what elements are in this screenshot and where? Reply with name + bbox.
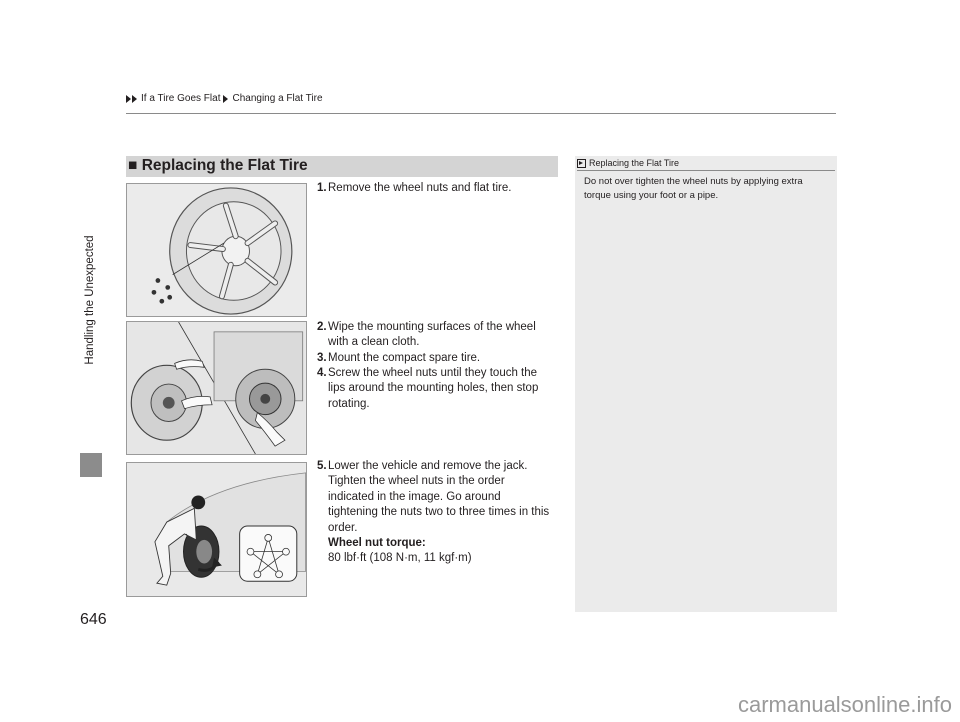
breadcrumb-item[interactable]: Changing a Flat Tire (232, 93, 323, 104)
chapter-tab-marker (80, 453, 102, 477)
breadcrumb: If a Tire Goes Flat Changing a Flat Tire (126, 93, 323, 104)
section-marker-icon: ■ (128, 157, 138, 174)
step-number: 4. (317, 367, 327, 379)
side-tab-label: Handling the Unexpected (84, 235, 96, 365)
step-text: Lower the vehicle and remove the jack. T… (328, 460, 550, 534)
torque-value: 80 lbf·ft (108 N·m, 11 kgf·m) (328, 552, 472, 565)
step-1: 1. Remove the wheel nuts and flat tire. (317, 181, 553, 196)
figure-remove-tire (126, 183, 307, 317)
torque-label: Wheel nut torque: (328, 537, 426, 550)
breadcrumb-arrow-icon (223, 94, 229, 103)
side-tab: Handling the Unexpected (79, 150, 101, 450)
step-4: 4. Screw the wheel nuts until they touch… (317, 366, 553, 412)
note-heading[interactable]: Replacing the Flat Tire (577, 158, 679, 168)
step-2: 2. Wipe the mounting surfaces of the whe… (317, 320, 553, 351)
section-title-text: Replacing the Flat Tire (141, 157, 308, 174)
header-divider (126, 113, 836, 114)
section-title: ■ Replacing the Flat Tire (128, 157, 308, 175)
step-text: Screw the wheel nuts until they touch th… (328, 367, 539, 410)
step-number: 5. (317, 460, 327, 472)
step-3: 3. Mount the compact spare tire. (317, 351, 553, 366)
watermark: carmanualsonline.info (737, 692, 952, 717)
step-text: Wipe the mounting surfaces of the wheel … (328, 321, 536, 349)
wheel-removed-illustration (151, 187, 293, 315)
breadcrumb-arrow-icon (126, 94, 131, 103)
tighten-nuts-illustration (127, 463, 306, 596)
breadcrumb-arrow-icon (132, 94, 137, 103)
step-number: 3. (317, 352, 327, 364)
page-number: 646 (80, 611, 107, 628)
note-reference-icon (577, 158, 586, 168)
note-heading-text: Replacing the Flat Tire (589, 158, 680, 168)
figure-mount-spare (126, 321, 307, 455)
note-panel (575, 156, 837, 612)
note-text: Do not over tighten the wheel nuts by ap… (584, 176, 803, 201)
section-heading-bar (126, 156, 558, 177)
step-text: Remove the wheel nuts and flat tire. (328, 182, 512, 194)
breadcrumb-item[interactable]: If a Tire Goes Flat (141, 93, 221, 104)
note-divider (577, 170, 835, 171)
nut-sequence-diagram (246, 534, 290, 579)
step-number: 2. (317, 321, 327, 333)
step-number: 1. (317, 182, 327, 194)
figure-tighten-nuts (126, 462, 307, 597)
mount-spare-illustration (127, 322, 306, 454)
step-5: 5. Lower the vehicle and remove the jack… (317, 459, 553, 567)
step-text: Mount the compact spare tire. (328, 352, 481, 364)
